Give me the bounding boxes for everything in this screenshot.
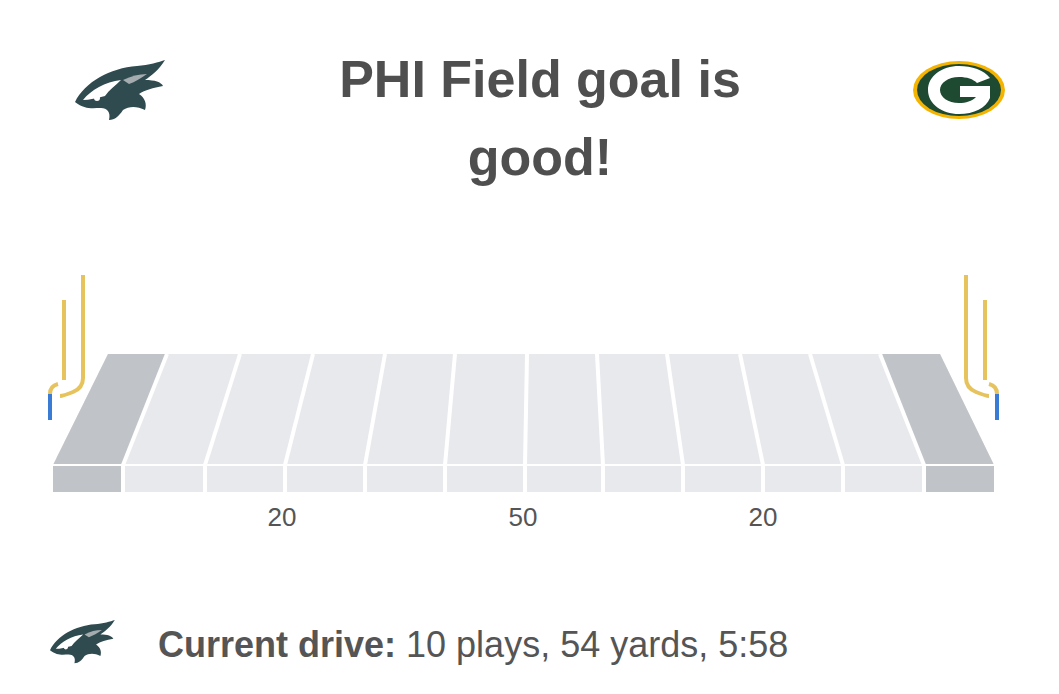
goalpost-right — [966, 275, 997, 420]
eagles-logo-small — [50, 620, 115, 663]
headline: PHI Field goal is good! — [280, 40, 800, 196]
goalpost-left — [50, 275, 83, 420]
eagles-logo — [75, 60, 165, 120]
yard-number: 20 — [749, 502, 778, 533]
drive-summary: Current drive:10 plays, 54 yards, 5:58 — [158, 624, 788, 666]
drive-stats: 10 plays, 54 yards, 5:58 — [406, 624, 788, 665]
yard-number: 50 — [509, 502, 538, 533]
football-field — [53, 354, 994, 492]
yard-number: 20 — [268, 502, 297, 533]
drive-heading: Current drive: — [158, 624, 396, 665]
packers-logo — [913, 61, 1005, 119]
